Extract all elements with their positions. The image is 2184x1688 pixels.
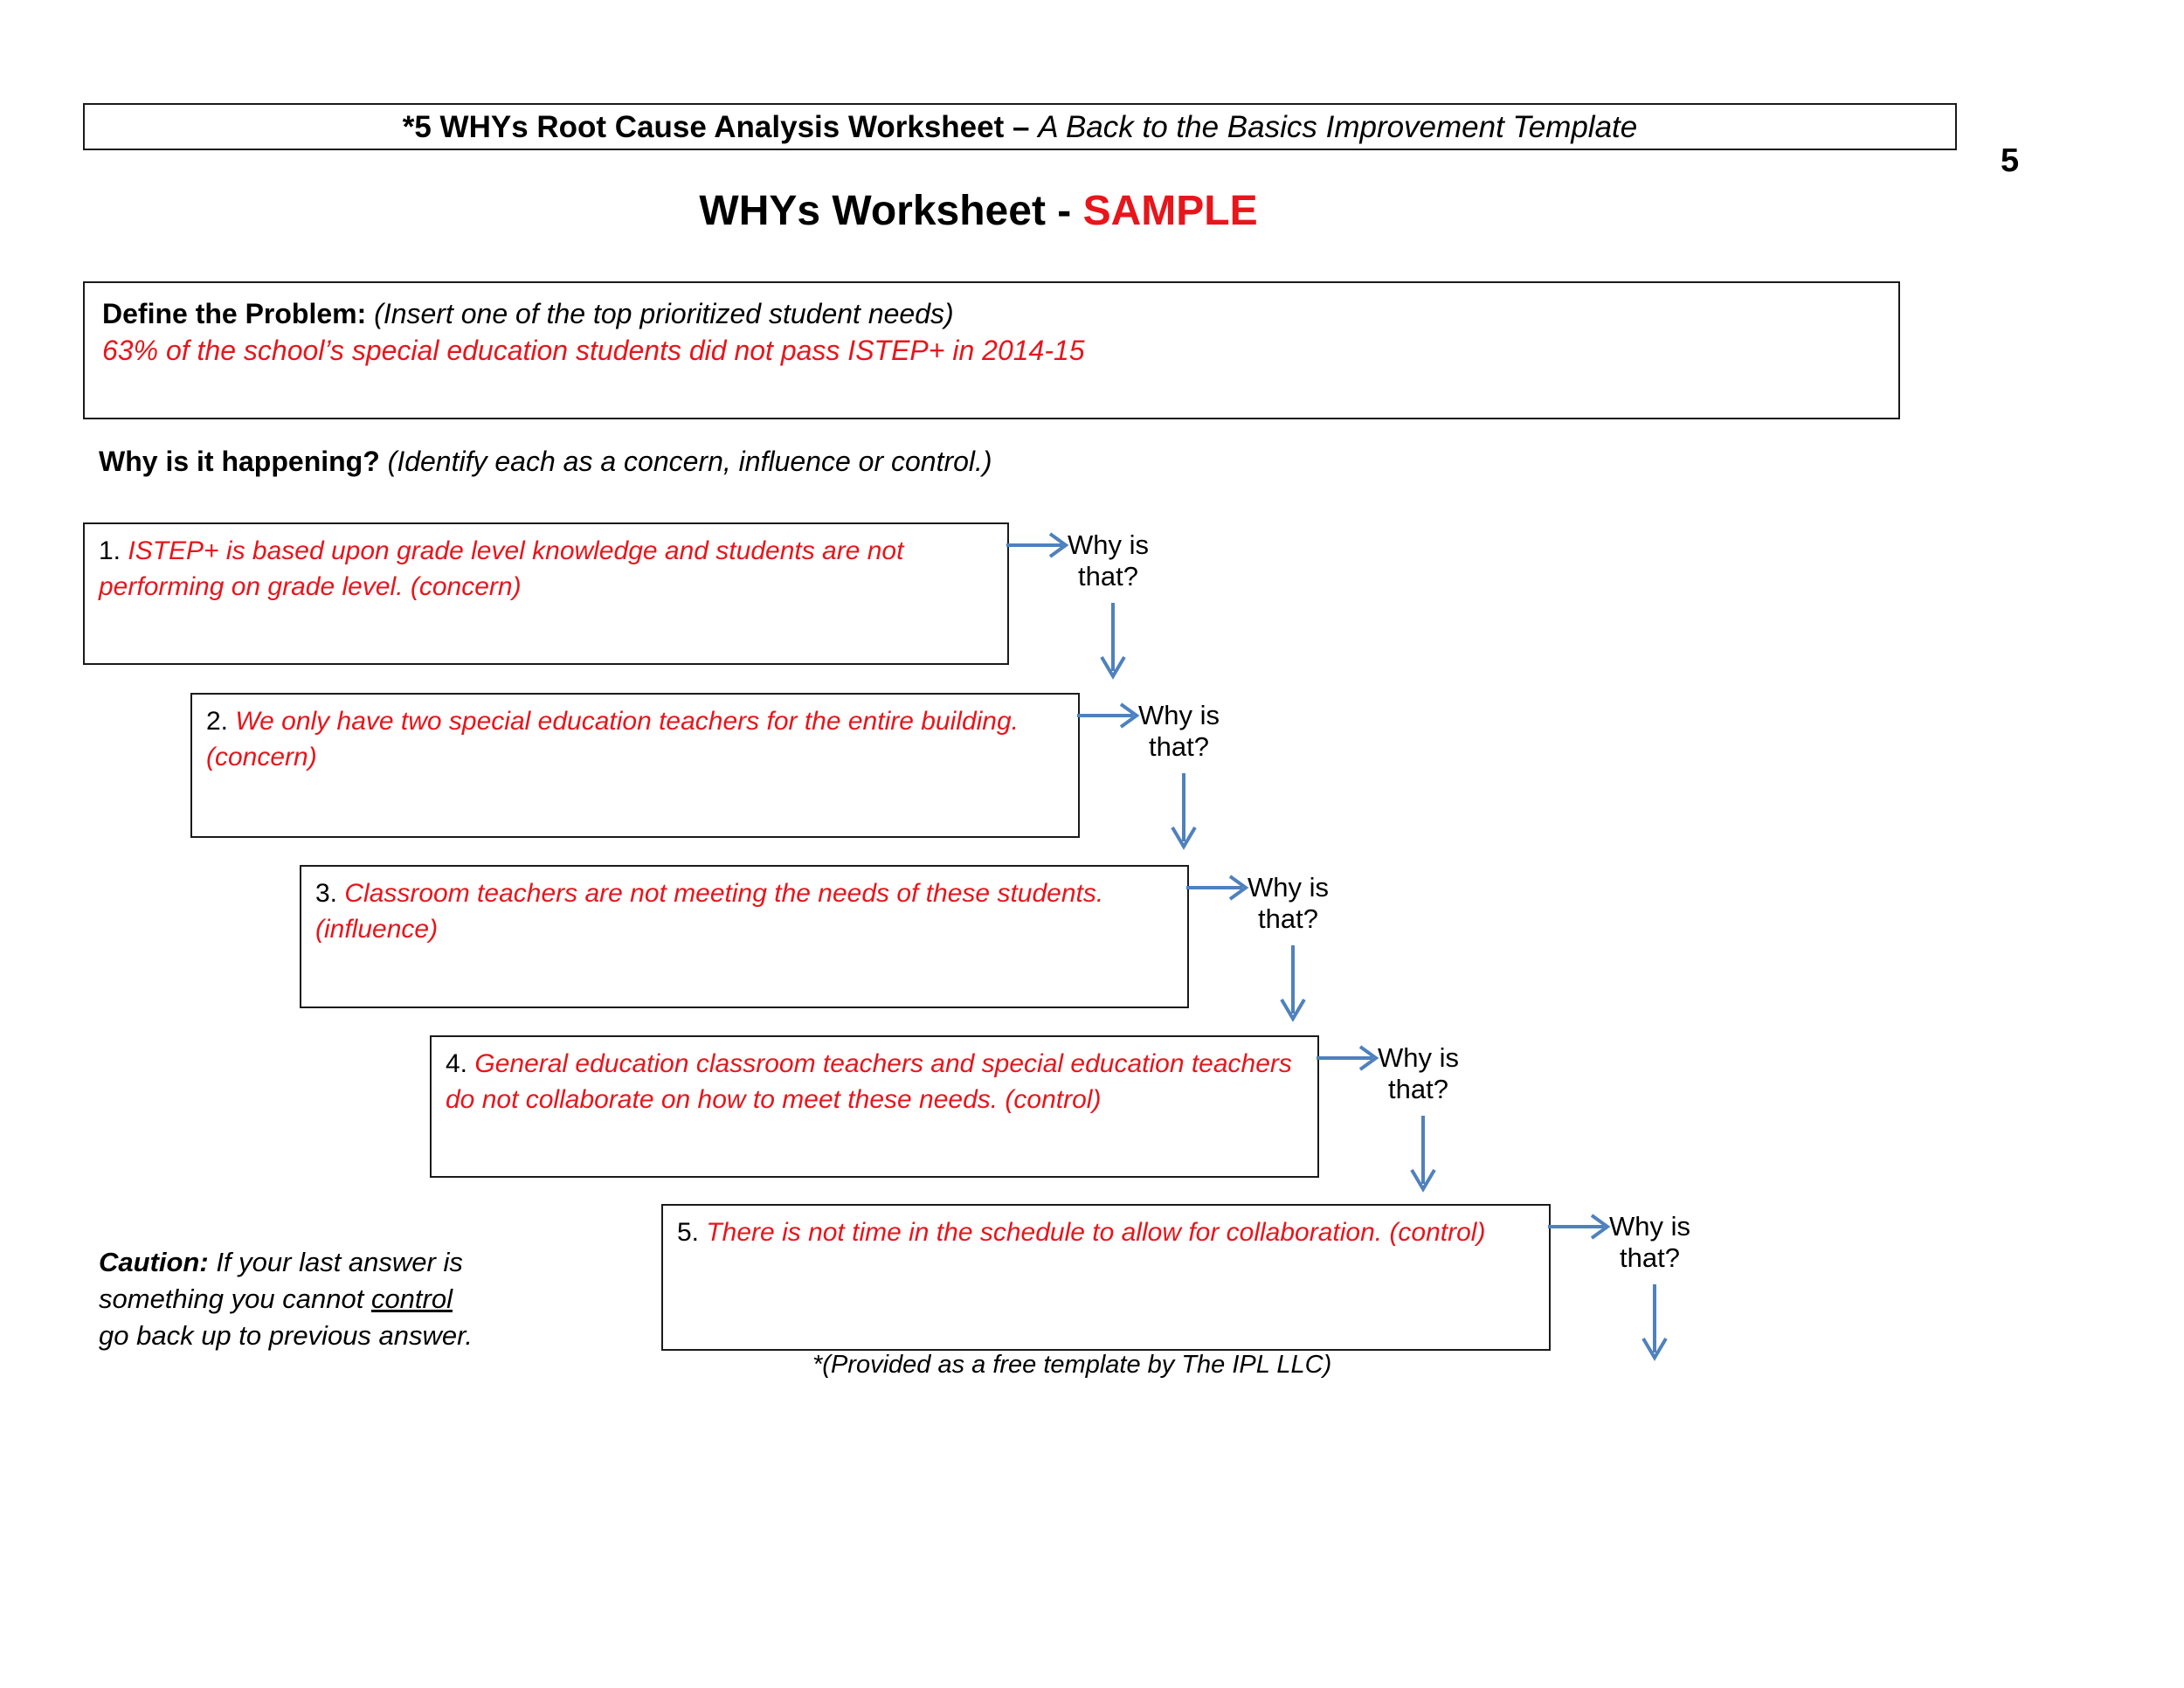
why-box-5[interactable]: 5. There is not time in the schedule to …: [661, 1204, 1551, 1351]
caution-text-1: If your last answer is: [216, 1247, 463, 1277]
why-label-1-line2: that?: [1078, 560, 1138, 591]
define-problem-hint: (Insert one of the top prioritized stude…: [374, 298, 954, 329]
page-title-sample-badge: SAMPLE: [1082, 188, 1258, 234]
why-label-3-line2: that?: [1258, 903, 1318, 934]
why-label-2-line1: Why is: [1138, 700, 1220, 730]
why-label-2: Why is that?: [1138, 700, 1220, 762]
why-box-5-number: 5.: [677, 1218, 707, 1247]
caution-line-1: Caution: If your last answer is: [99, 1244, 473, 1281]
arrow-down-icon-1: [1100, 603, 1126, 680]
why-box-1[interactable]: 1. ISTEP+ is based upon grade level know…: [83, 522, 1009, 665]
arrow-down-icon-5: [1641, 1284, 1668, 1361]
why-box-2[interactable]: 2. We only have two special education te…: [190, 693, 1080, 838]
define-problem-answer: 63% of the school’s special education st…: [102, 335, 1085, 367]
arrow-right-icon-3: [1186, 875, 1249, 901]
why-box-1-answer: ISTEP+ is based upon grade level knowled…: [99, 536, 904, 602]
why-box-3[interactable]: 3. Classroom teachers are not meeting th…: [300, 865, 1189, 1008]
why-box-3-number: 3.: [315, 879, 345, 908]
header-banner-bold: *5 WHYs Root Cause Analysis Worksheet –: [402, 109, 1039, 144]
caution-line-2: something you cannot control: [99, 1281, 473, 1318]
caution-text-2: something you cannot: [99, 1283, 371, 1315]
why-prompt-subtext: (Identify each as a concern, influence o…: [387, 446, 992, 477]
why-label-5-line2: that?: [1620, 1242, 1680, 1273]
why-label-4: Why is that?: [1378, 1042, 1459, 1104]
why-label-1: Why is that?: [1068, 529, 1149, 591]
page-number: 5: [2001, 142, 2020, 179]
why-box-5-answer: There is not time in the schedule to all…: [706, 1218, 1486, 1247]
why-label-4-line2: that?: [1388, 1073, 1448, 1104]
footer-credit: *(Provided as a free template by The IPL…: [812, 1351, 1332, 1379]
why-box-3-text: 3. Classroom teachers are not meeting th…: [315, 875, 1173, 947]
arrow-down-icon-4: [1410, 1116, 1436, 1193]
why-prompt: Why is it happening? (Identify each as a…: [99, 447, 992, 475]
why-box-4-number: 4.: [446, 1049, 475, 1078]
why-box-2-text: 2. We only have two special education te…: [206, 703, 1064, 775]
define-problem-box: Define the Problem: (Insert one of the t…: [83, 281, 1900, 419]
header-banner: *5 WHYs Root Cause Analysis Worksheet – …: [83, 103, 1957, 150]
why-box-4[interactable]: 4. General education classroom teachers …: [430, 1035, 1319, 1178]
arrow-right-icon-2: [1077, 702, 1140, 729]
arrow-down-icon-2: [1171, 773, 1197, 850]
caution-note: Caution: If your last answer is somethin…: [99, 1244, 473, 1354]
why-box-4-text: 4. General education classroom teachers …: [446, 1046, 1303, 1117]
why-label-2-line2: that?: [1149, 730, 1209, 762]
page-title: WHYs Worksheet - SAMPLE: [0, 190, 1957, 232]
page-title-main: WHYs Worksheet -: [699, 188, 1083, 234]
why-label-3: Why is that?: [1248, 872, 1329, 934]
why-box-1-text: 1. ISTEP+ is based upon grade level know…: [99, 533, 993, 605]
why-label-5-line1: Why is: [1609, 1211, 1690, 1242]
caution-emphasis-control: control: [370, 1283, 453, 1315]
caution-line-3: go back up to previous answer.: [99, 1320, 473, 1352]
arrow-right-icon-4: [1317, 1045, 1379, 1071]
header-banner-text: *5 WHYs Root Cause Analysis Worksheet – …: [403, 112, 1638, 142]
header-banner-italic: A Back to the Basics Improvement Templat…: [1038, 109, 1638, 144]
caution-label: Caution:: [99, 1247, 217, 1277]
arrow-down-icon-3: [1280, 945, 1306, 1022]
why-box-2-answer: We only have two special education teach…: [206, 707, 1019, 772]
why-label-1-line1: Why is: [1068, 529, 1149, 560]
arrow-right-icon-5: [1548, 1214, 1611, 1240]
why-box-1-number: 1.: [99, 536, 128, 565]
why-box-5-text: 5. There is not time in the schedule to …: [677, 1214, 1535, 1250]
define-problem-prompt: Define the Problem: (Insert one of the t…: [102, 295, 1898, 332]
why-box-3-answer: Classroom teachers are not meeting the n…: [315, 879, 1104, 944]
why-label-5: Why is that?: [1609, 1211, 1690, 1273]
arrow-right-icon-1: [1006, 532, 1069, 558]
why-label-3-line1: Why is: [1248, 872, 1329, 903]
why-box-4-answer: General education classroom teachers and…: [446, 1049, 1292, 1115]
why-label-4-line1: Why is: [1378, 1042, 1459, 1073]
why-box-2-number: 2.: [206, 707, 236, 736]
why-prompt-question: Why is it happening?: [99, 446, 388, 477]
define-problem-label: Define the Problem:: [102, 298, 375, 329]
